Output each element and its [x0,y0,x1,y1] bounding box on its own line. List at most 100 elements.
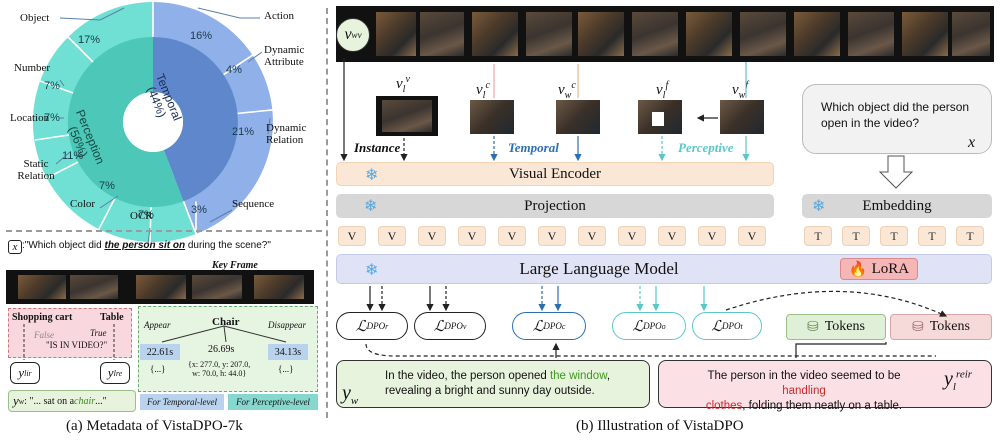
tokens-lose: ⛁Tokens [890,314,992,340]
yl-label: ylreir [944,368,973,393]
donut-chart [32,1,273,243]
t-token: T [956,226,984,246]
label-action: Action [264,10,294,22]
key-frame-label: Key Frame [212,260,258,271]
question-x: x [968,134,976,151]
pct-color: 7% [99,180,115,192]
pct-location: 7% [44,112,60,124]
pct-static-relation: 11% [62,150,84,162]
visual-encoder-bar: ❄ Visual Encoder [336,162,774,186]
projection-bar: ❄ Projection [336,194,774,218]
frame-label-vlf: vlf [656,80,669,101]
snowflake-icon: ❄ [812,198,826,215]
snowflake-icon: ❄ [364,198,378,215]
metadata-arrows [23,324,287,360]
v-token: V [538,226,566,246]
v-token: V [738,226,766,246]
instance-label: Instance [354,140,401,155]
pct-sequence: 3% [191,204,207,216]
v-token: V [578,226,606,246]
donut-leaders [55,7,271,245]
appear-label: Appear [144,320,171,330]
thumb-vlc [470,100,514,134]
thumb-vwc [556,100,600,134]
label-dynamic-relation: Dynamic Relation [266,122,307,146]
pct-object: 17% [78,34,101,46]
frame-label-vlc: vlc [476,80,490,101]
pct-ocr: 7% [138,209,154,221]
v-token: V [618,226,646,246]
instance-strip [376,96,438,136]
v-token: V [658,226,686,246]
time-appear: 22.61s [140,344,180,360]
pct-number: 7% [44,80,60,92]
pct-dynamic-relation: 21% [232,126,255,138]
t-token: T [842,226,870,246]
disappear-label: Disappear [268,320,306,330]
coins-icon: ⛁ [807,319,819,335]
v-token: V [418,226,446,246]
v-token: V [338,226,366,246]
true-label: True [90,328,107,338]
lora-badge: 🔥LoRA [840,258,918,280]
label-ocr: OCR [130,210,153,222]
thumb-vlf-mask [652,112,664,126]
caption-left: (a) Metadata of VistaDPO-7k [66,418,243,434]
time-disappear: 34.13s [268,344,308,360]
chair-label: Chair [212,316,240,328]
label-static-relation: Static Relation [17,158,55,182]
t-token: T [880,226,908,246]
label-sequence: Sequence [232,198,275,210]
false-label: False [34,330,54,340]
label-location: Location [10,112,50,124]
yl-response: The person in the video seemed to be han… [658,360,992,412]
donut-inner-perception [67,36,184,207]
t-token: T [918,226,946,246]
panel-divider [326,8,328,418]
yw-label: yw [342,382,359,407]
yw-response: In the video, the person opened the wind… [336,360,650,408]
left-separator [6,230,322,232]
metadata-question: :"Which object did the person sit on dur… [22,240,271,251]
frame-label-vwf: vwf [732,80,749,101]
pct-dynamic-attribute: 4% [226,64,242,76]
dots-appear: {...} [150,364,166,374]
v-token: V [498,226,526,246]
time-key: 26.69s [208,344,235,355]
illustration-arrows [340,58,948,358]
metadata-filmstrip [6,270,314,304]
embedding-bar: ❄ Embedding [802,194,992,218]
tokens-win: ⛁Tokens [786,314,886,340]
v-token: V [458,226,486,246]
temporal-label: Temporal [508,140,559,155]
shopping-cart-region [8,308,132,358]
fire-icon: 🔥 [848,261,868,278]
bbox-text: {x: 277.0, y: 207.0, w: 70.0, h: 44.0} [188,360,251,378]
x-box: x [8,240,22,254]
perceptive-label: Perceptive [678,140,734,155]
pct-action: 16% [190,30,213,42]
table-label: Table [100,312,124,323]
for-perceptive-badge: For Perceptive-level [228,394,318,410]
frame-label-vlv: vlv [396,74,410,95]
is-in-video-label: "IS IN VIDEO?" [46,340,108,350]
donut-inner-temporal [153,37,238,202]
dots-disappear: {...} [278,364,294,374]
label-color: Color [70,198,96,210]
label-object: Object [20,12,50,24]
for-temporal-badge: For Temporal-level [140,394,224,410]
top-filmstrip [336,6,994,62]
t-token: T [804,226,832,246]
coins-icon: ⛁ [912,319,924,335]
v-token: V [378,226,406,246]
frame-label-vwc: vwc [558,80,576,101]
label-number: Number [14,62,51,74]
caption-right: (b) Illustration of VistaDPO [576,418,744,434]
thumb-vwf [720,100,764,134]
snowflake-icon: ❄ [365,262,379,279]
